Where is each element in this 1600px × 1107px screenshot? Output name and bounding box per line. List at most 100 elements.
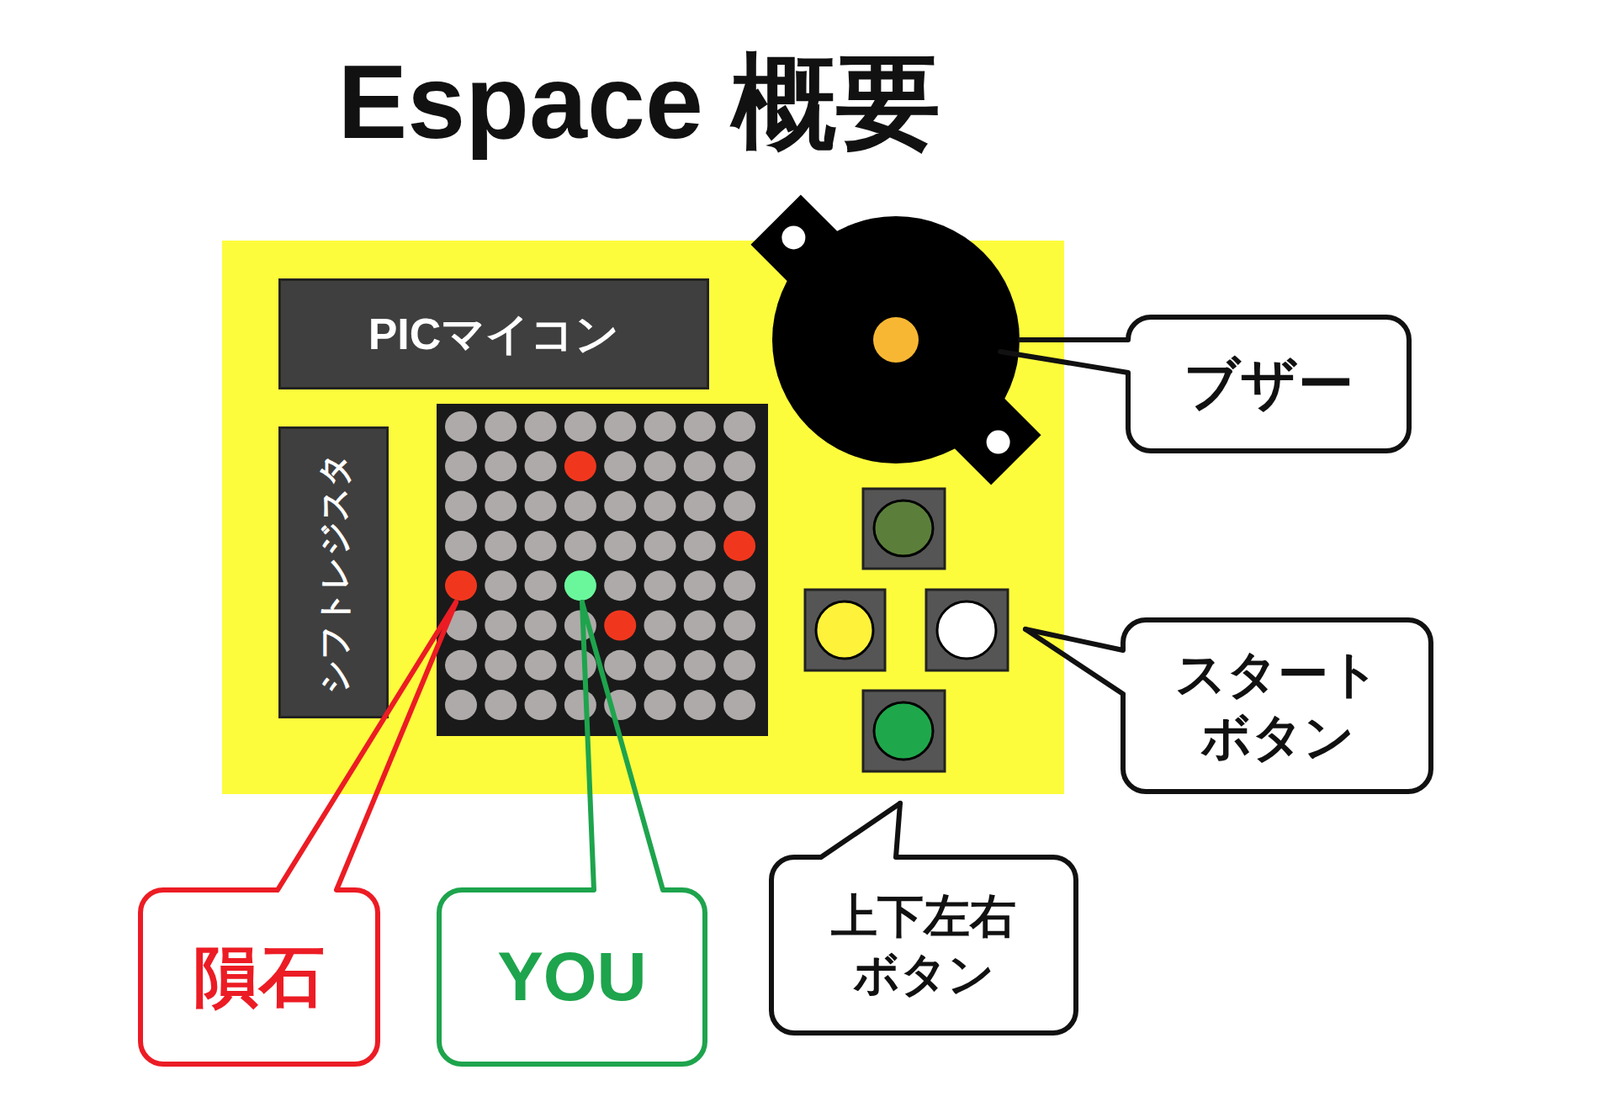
led-dot bbox=[445, 650, 477, 681]
led-dot bbox=[484, 411, 517, 442]
leader-line bbox=[277, 602, 456, 891]
led-dot bbox=[603, 689, 636, 721]
callout-box: スタート ボタン bbox=[1120, 617, 1434, 795]
callout-tail bbox=[1000, 339, 1132, 373]
leader-line bbox=[1000, 351, 1129, 373]
node-label: YOU bbox=[497, 933, 647, 1021]
node-label: PICマイコン bbox=[368, 307, 620, 362]
player-led bbox=[564, 570, 597, 601]
led-dot bbox=[683, 450, 716, 482]
led-dot bbox=[524, 411, 557, 442]
led-dot bbox=[445, 491, 477, 522]
led-dot bbox=[603, 570, 636, 601]
meteor-led bbox=[564, 450, 597, 482]
leader-line bbox=[582, 602, 663, 891]
mount-hole bbox=[981, 425, 1016, 460]
chip-label-rotated: シフトレジスタ bbox=[312, 451, 355, 694]
callout-tail bbox=[821, 803, 901, 861]
button-base bbox=[863, 488, 945, 569]
button-start bbox=[926, 589, 1008, 671]
leader-line bbox=[1025, 629, 1124, 695]
button-cap bbox=[874, 702, 933, 760]
led-dot bbox=[644, 450, 677, 482]
node-label: 隕石 bbox=[193, 936, 325, 1019]
led-dot bbox=[644, 530, 677, 562]
led-dot bbox=[445, 530, 477, 562]
led-dot bbox=[484, 610, 517, 642]
led-dot bbox=[723, 450, 756, 482]
led-dot bbox=[603, 530, 636, 562]
tail-gap bbox=[821, 853, 896, 861]
led-dot bbox=[484, 491, 517, 522]
button-cap bbox=[937, 601, 997, 659]
led-dot bbox=[564, 411, 597, 442]
diagram-title: Espace 概要 bbox=[338, 42, 942, 163]
led-dot bbox=[524, 491, 557, 522]
led-dot bbox=[564, 491, 597, 522]
chip-box: シフトレジスタ bbox=[278, 426, 389, 719]
led-dot bbox=[564, 610, 597, 642]
leader-line bbox=[821, 803, 901, 858]
led-dot bbox=[683, 610, 716, 642]
leader-line bbox=[1020, 337, 1129, 343]
led-dot bbox=[484, 530, 517, 562]
node-label: ブザー bbox=[1183, 349, 1354, 419]
led-dot bbox=[644, 689, 677, 721]
led-dot bbox=[723, 650, 756, 681]
buzzer-body bbox=[720, 164, 1071, 515]
led-dot bbox=[644, 491, 677, 522]
led-dot bbox=[683, 411, 716, 442]
led-dot bbox=[484, 650, 517, 681]
led-dot bbox=[644, 650, 677, 681]
led-dot bbox=[644, 570, 677, 601]
tail-gap bbox=[1124, 339, 1132, 373]
led-dot bbox=[683, 650, 716, 681]
callout-box: YOU bbox=[436, 887, 708, 1067]
leader-line bbox=[1025, 629, 1124, 651]
led-dots bbox=[445, 411, 756, 721]
mount-hole bbox=[777, 221, 811, 255]
led-dot bbox=[524, 689, 557, 721]
button-left bbox=[805, 589, 885, 671]
callout-box: 隕石 bbox=[137, 887, 381, 1067]
led-dot bbox=[524, 610, 557, 642]
callout-tail bbox=[1025, 629, 1127, 695]
led-dot bbox=[564, 689, 597, 721]
button-down bbox=[863, 690, 945, 772]
led-dot bbox=[723, 570, 756, 601]
led-dot bbox=[723, 491, 756, 522]
led-dot bbox=[723, 610, 756, 642]
leader-line bbox=[336, 602, 456, 891]
led-dot bbox=[683, 570, 716, 601]
chip-box: PICマイコン bbox=[278, 278, 710, 390]
led-dot bbox=[445, 689, 477, 721]
led-dot bbox=[484, 689, 517, 721]
led-dot bbox=[484, 570, 517, 601]
leader-line bbox=[582, 602, 594, 891]
tail-gap bbox=[593, 886, 663, 894]
callout-box: 上下左右 ボタン bbox=[768, 854, 1079, 1036]
meteor-led bbox=[603, 610, 636, 642]
led-dot bbox=[723, 689, 756, 721]
led-dot bbox=[723, 411, 756, 442]
led-dot bbox=[603, 650, 636, 681]
led-dot bbox=[445, 610, 477, 642]
led-dot bbox=[445, 411, 477, 442]
led-dot bbox=[445, 450, 477, 482]
led-dot bbox=[603, 491, 636, 522]
led-dot bbox=[524, 530, 557, 562]
led-dot bbox=[683, 530, 716, 562]
button-base bbox=[926, 589, 1008, 671]
tail-gap bbox=[277, 886, 337, 894]
button-cap bbox=[874, 500, 933, 557]
led-dot bbox=[603, 450, 636, 482]
led-dot bbox=[644, 411, 677, 442]
led-dot bbox=[683, 491, 716, 522]
callout-tail bbox=[277, 602, 456, 894]
meteor-led bbox=[723, 530, 756, 562]
led-dot bbox=[564, 650, 597, 681]
meteor-led bbox=[445, 570, 477, 601]
button-up bbox=[863, 488, 945, 569]
led-dot bbox=[683, 689, 716, 721]
